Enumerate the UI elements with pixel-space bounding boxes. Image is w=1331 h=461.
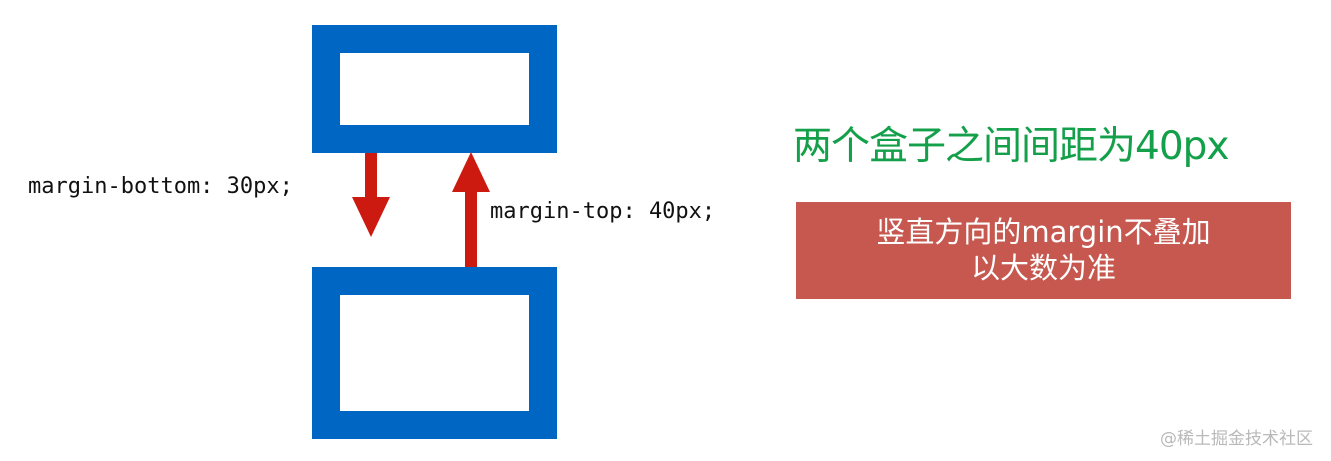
headline-spacing-result: 两个盒子之间间距为40px bbox=[793, 124, 1229, 169]
note-line-2: 以大数为准 bbox=[970, 250, 1116, 285]
margin-bottom-label: margin-bottom: 30px; bbox=[28, 174, 293, 199]
margin-top-label: margin-top: 40px; bbox=[490, 199, 716, 224]
margin-bottom-arrow-down bbox=[352, 153, 390, 237]
note-box: 竖直方向的margin不叠加 以大数为准 bbox=[796, 202, 1291, 299]
note-line-1: 竖直方向的margin不叠加 bbox=[876, 215, 1211, 250]
margin-top-arrow-up bbox=[452, 152, 490, 267]
top-box bbox=[312, 25, 557, 153]
watermark: @稀土掘金技术社区 bbox=[1160, 429, 1313, 449]
bottom-box bbox=[312, 267, 557, 439]
